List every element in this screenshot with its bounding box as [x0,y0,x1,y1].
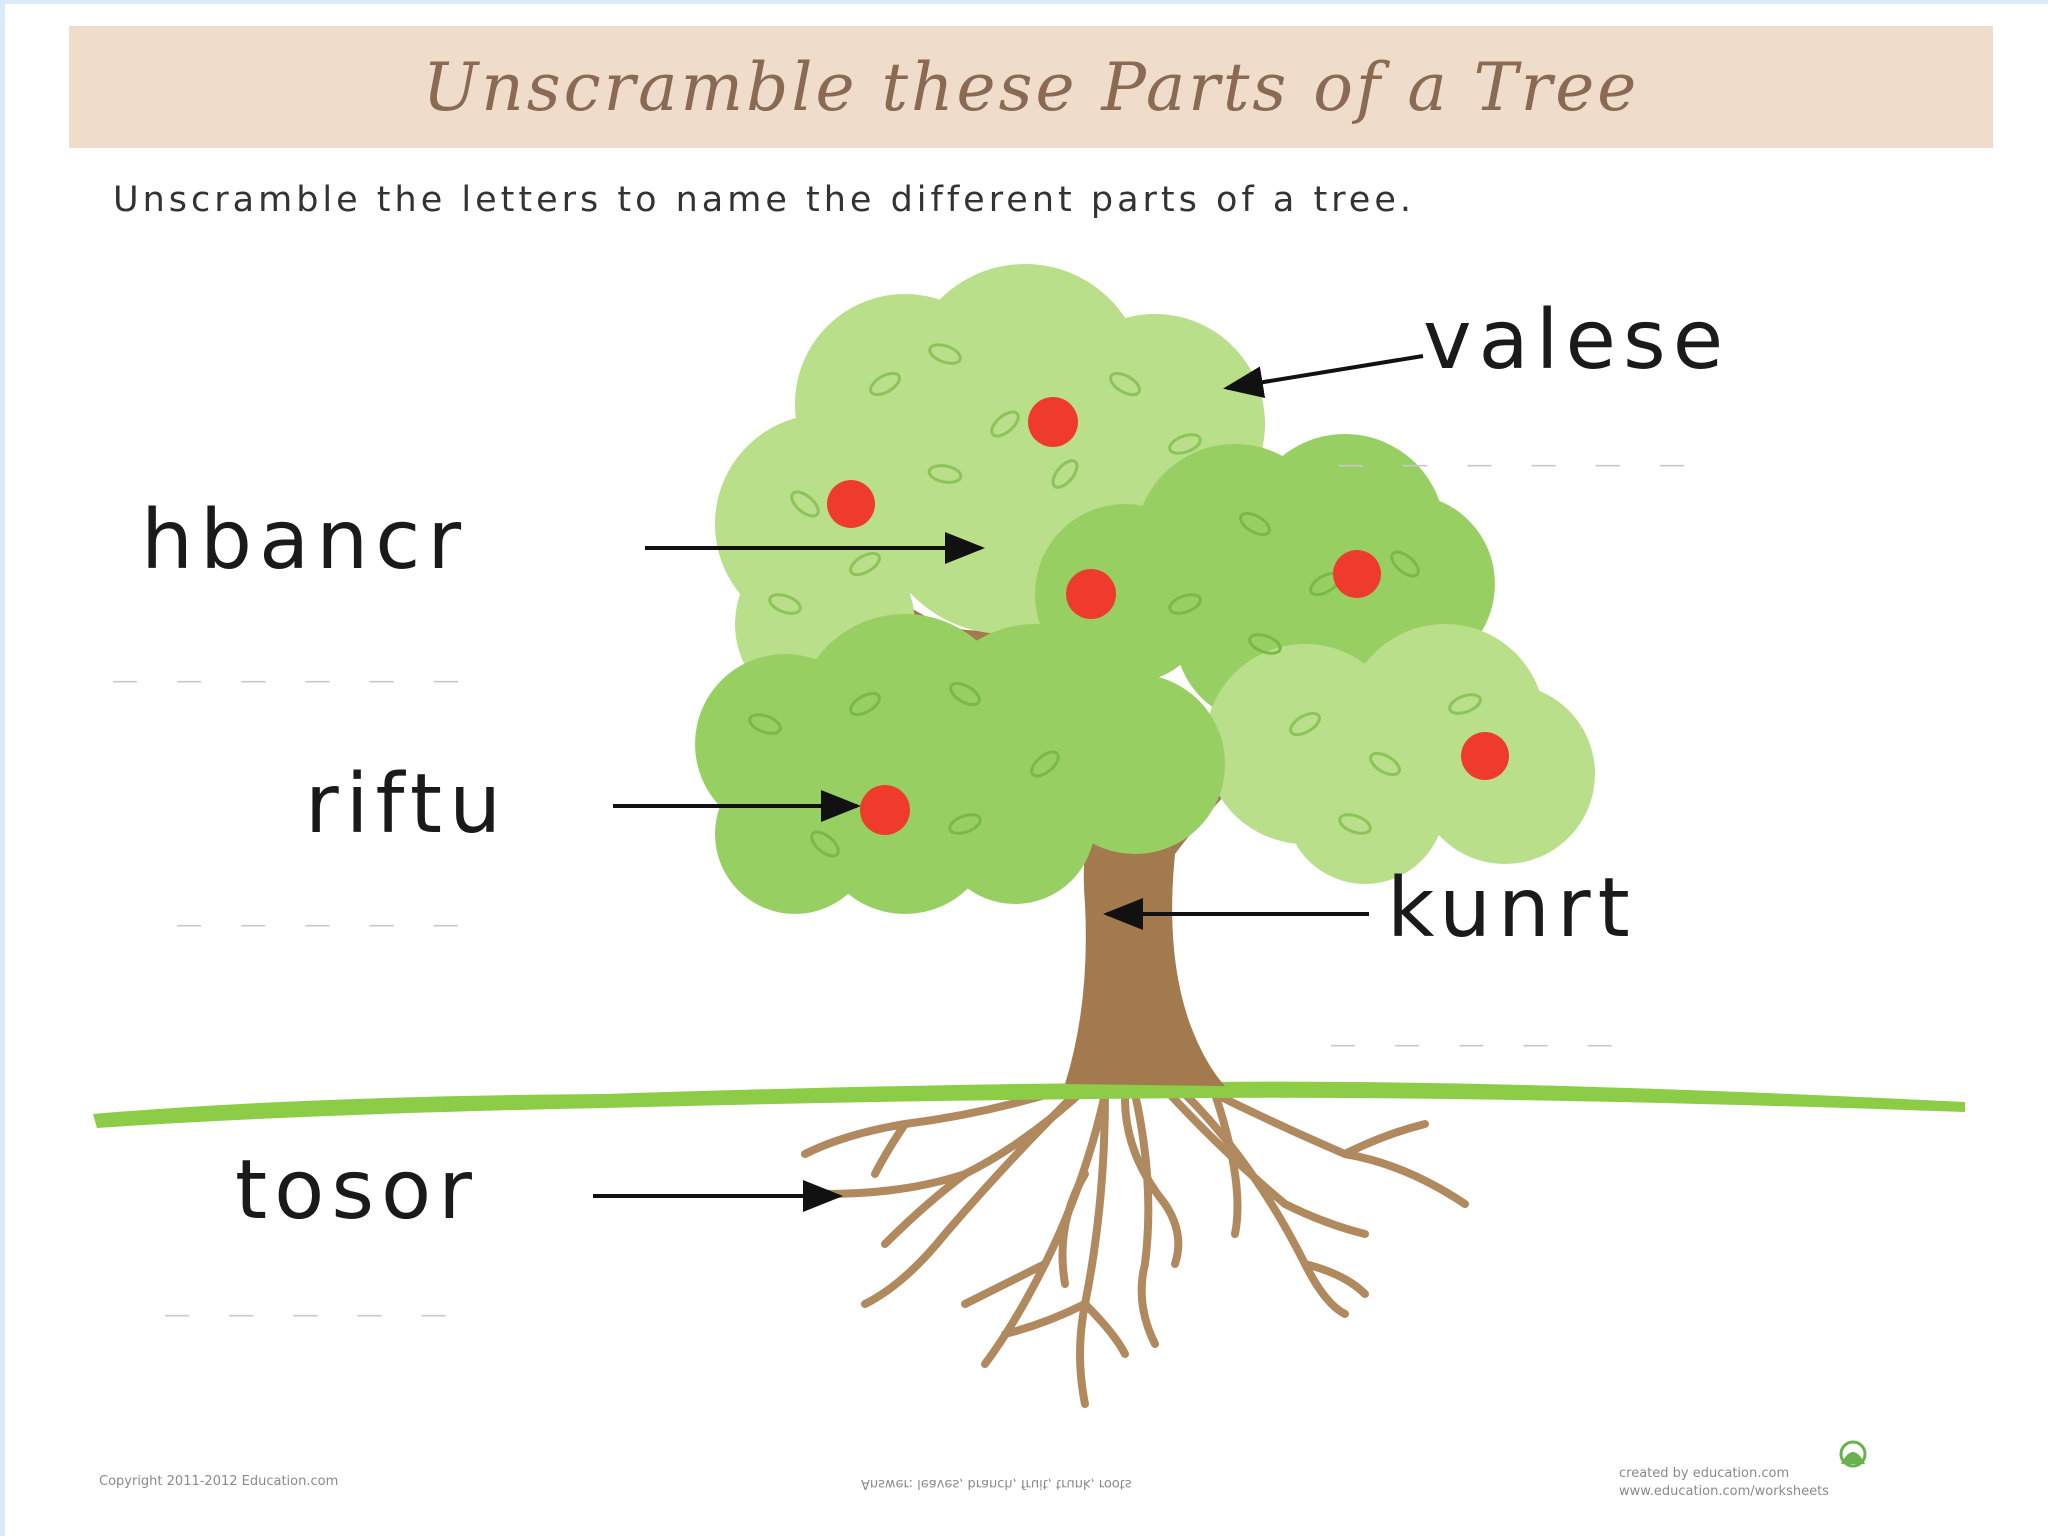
worksheet-title: Unscramble these Parts of a Tree [422,48,1640,126]
scrambled-word-roots: tosor [235,1143,479,1238]
instructions-text: Unscramble the letters to name the diffe… [113,180,1415,220]
tree-illustration [93,264,1965,1468]
tree-fruits [827,397,1509,835]
tree-trunk [1065,664,1335,1086]
answer-blank-roots[interactable]: _ _ _ _ _ [165,1271,454,1317]
footer-copyright: Copyright 2011-2012 Education.com [99,1474,339,1489]
answer-blank-fruit[interactable]: _ _ _ _ _ [177,881,466,927]
footer-url: www.education.com/worksheets [1619,1484,1829,1499]
scrambled-word-leaves: valese [1423,293,1731,388]
answer-blank-trunk[interactable]: _ _ _ _ _ [1331,1001,1620,1047]
grass-line [93,1081,1965,1128]
scrambled-word-branch: hbancr [141,493,469,588]
answer-blank-branch[interactable]: _ _ _ _ _ _ [113,637,466,683]
education-logo-icon [1839,1440,1867,1468]
footer-credit: created by education.com [1619,1466,1790,1481]
title-banner: Unscramble these Parts of a Tree [69,26,1993,148]
footer-answer-key: Answer: leaves, branch, fruit, trunk, ro… [861,1476,1132,1491]
tree-roots [801,1085,1469,1408]
answer-blank-leaves[interactable]: _ _ _ _ _ _ [1339,421,1692,467]
arrow-leaves [1223,354,1424,398]
scrambled-word-trunk: kunrt [1387,861,1637,956]
label-arrows [593,354,1424,1212]
scrambled-word-fruit: riftu [305,757,509,852]
